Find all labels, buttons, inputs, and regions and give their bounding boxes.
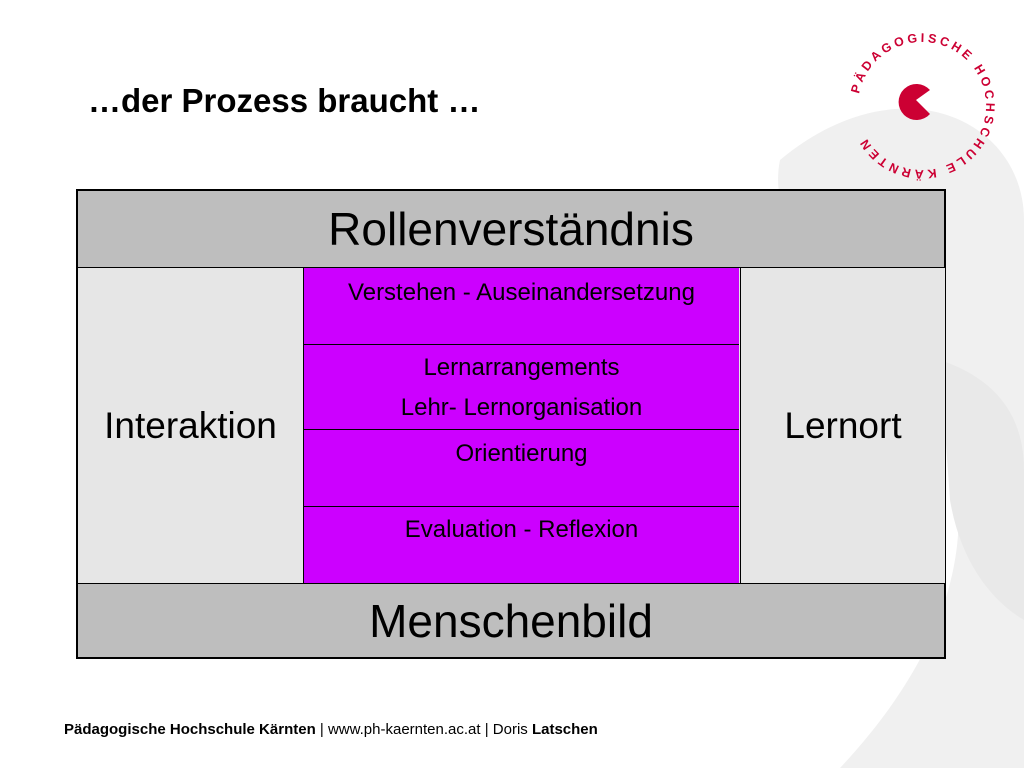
footer-separator: |: [480, 721, 493, 738]
footer-menschenbild: Menschenbild: [78, 583, 944, 657]
cell-lernarrangements: Lernarrangements Lehr- Lernorganisation: [304, 345, 739, 430]
footer-institution: Pädagogische Hochschule Kärnten: [64, 721, 316, 738]
cell-evaluation: Evaluation - Reflexion: [304, 507, 739, 583]
svg-text:PÄDAGOGISCHE HOCHSCHULE KÄRNTE: PÄDAGOGISCHE HOCHSCHULE KÄRNTEN: [848, 31, 997, 182]
cell-verstehen: Verstehen - Auseinandersetzung: [304, 268, 739, 345]
concept-table: Rollenverständnis Interaktion Verstehen …: [76, 189, 946, 659]
header-rollenverstaendnis: Rollenverständnis: [78, 191, 944, 268]
cell-orientierung: Orientierung: [304, 430, 739, 507]
slide-footer: Pädagogische Hochschule Kärnten | www.ph…: [64, 721, 598, 738]
footer-separator: |: [315, 721, 328, 738]
footer-author-first: Doris: [492, 721, 532, 738]
pacman-logo-icon: [898, 84, 930, 120]
middle-column: Verstehen - Auseinandersetzung Lernarran…: [304, 268, 739, 583]
side-lernort: Lernort: [740, 268, 945, 583]
footer-author-last: Latschen: [531, 721, 598, 738]
side-interaktion: Interaktion: [78, 268, 304, 583]
slide-title: …der Prozess braucht …: [88, 82, 481, 119]
ph-kaernten-logo: PÄDAGOGISCHE HOCHSCHULE KÄRNTEN: [848, 31, 997, 182]
footer-website: www.ph-kaernten.ac.at: [327, 721, 481, 738]
